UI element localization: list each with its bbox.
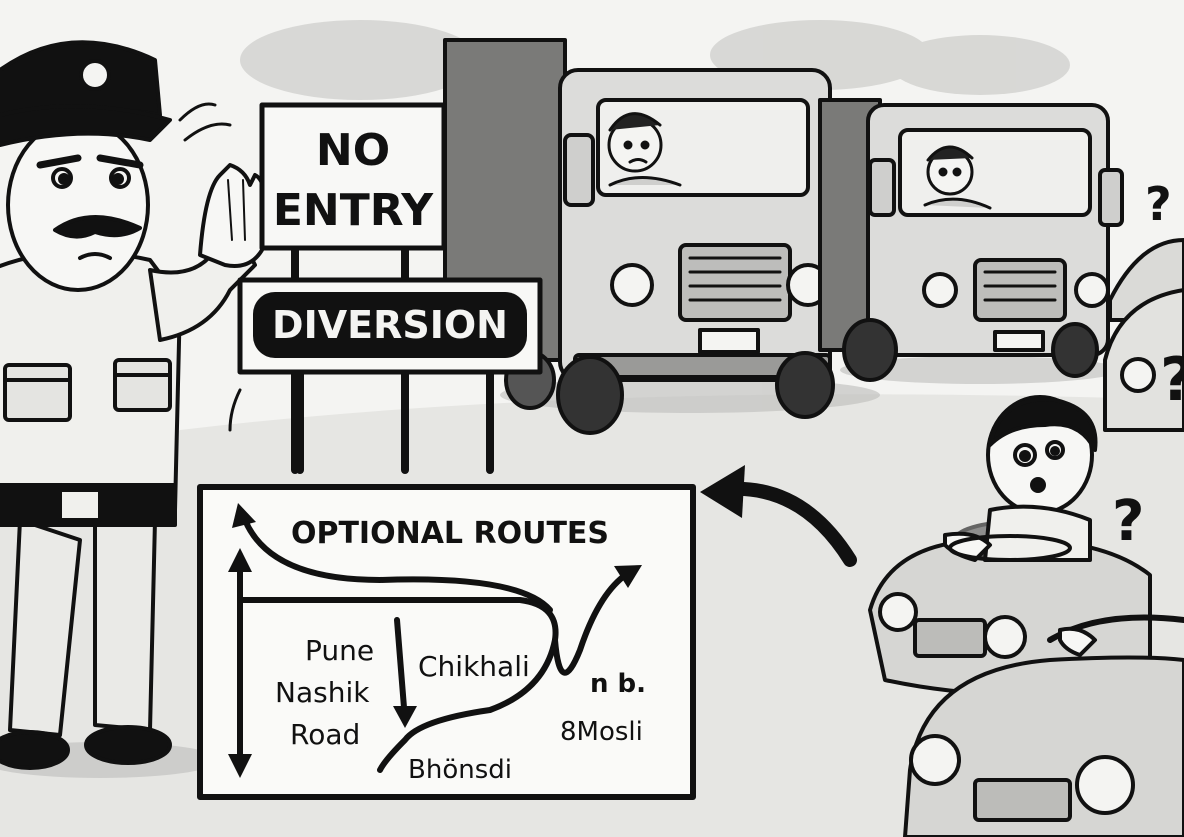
route-label-nb: n b. bbox=[590, 669, 646, 699]
police-officer bbox=[0, 40, 266, 770]
truck-back bbox=[818, 98, 1124, 382]
truck-driver-1 bbox=[607, 112, 682, 187]
curved-arrow bbox=[700, 465, 857, 567]
no-entry-line-1: NO bbox=[316, 125, 390, 176]
diversion-label: DIVERSION bbox=[272, 303, 508, 347]
question-mark-1: ? bbox=[1145, 177, 1172, 231]
motion-lines bbox=[178, 102, 242, 432]
truck-driver-2 bbox=[923, 145, 992, 210]
route-lines bbox=[237, 517, 633, 773]
route-label-pune: Pune bbox=[305, 634, 374, 667]
no-entry-sign: NO ENTRY bbox=[259, 102, 447, 474]
question-mark-2: ? bbox=[1160, 345, 1184, 415]
route-label-chikhali: Chikhali bbox=[418, 650, 530, 683]
optional-routes-board: OPTIONAL ROUTES Pune Nashik Road Chikhal… bbox=[197, 484, 696, 800]
route-label-nashik: Nashik bbox=[275, 676, 370, 709]
no-entry-line-2: ENTRY bbox=[273, 185, 434, 236]
question-mark-3: ? bbox=[1112, 489, 1144, 554]
route-board-title: OPTIONAL ROUTES bbox=[291, 516, 609, 551]
route-label-road: Road bbox=[290, 718, 360, 751]
route-label-mosli: 8Mosli bbox=[560, 717, 643, 747]
diversion-sign: DIVERSION bbox=[237, 277, 543, 474]
car-far-right bbox=[1103, 238, 1184, 432]
route-arrowheads bbox=[228, 503, 642, 778]
route-label-bhonsdi: Bhönsdi bbox=[408, 755, 512, 785]
car-bottom-right bbox=[903, 614, 1184, 837]
